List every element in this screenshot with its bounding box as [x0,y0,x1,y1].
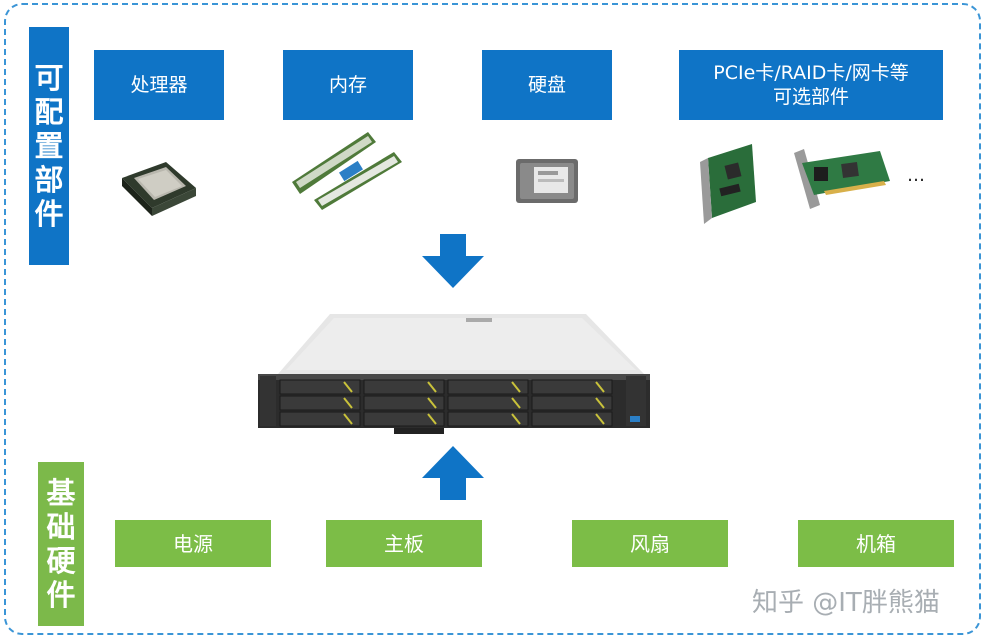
disk-label: 硬盘 [527,74,566,96]
ellipsis-text: … [907,165,925,186]
fan-label: 风扇 [630,531,670,556]
chassis-label: 机箱 [856,531,896,556]
more-items-ellipsis: … [900,164,932,188]
network-card-image [794,149,890,209]
label-char: 件 [46,578,76,612]
arrow-up-icon [422,446,484,500]
watermark: 知乎 @IT胖熊猫 [752,588,940,618]
label-char: 置 [34,129,64,163]
arrow-down-icon [422,234,484,288]
label-char: 可 [34,61,64,95]
cpu-image [122,162,196,216]
disk-box: 硬盘 [482,50,612,120]
hard-disk-image [516,159,578,203]
fan-box: 风扇 [572,520,728,567]
motherboard-box: 主板 [326,520,482,567]
configurable-parts-label: 可 配 置 部 件 [29,27,69,265]
server-image [258,314,650,434]
pcie-label-line1: PCIe卡/RAID卡/网卡等 [713,62,909,84]
power-supply-label: 电源 [173,531,213,556]
motherboard-label: 主板 [384,531,424,556]
label-char: 部 [34,163,64,197]
memory-image [292,132,402,210]
basic-hardware-label: 基 础 硬 件 [38,462,84,626]
label-char: 础 [46,510,76,544]
chassis-box: 机箱 [798,520,954,567]
power-supply-box: 电源 [115,520,271,567]
raid-card-image [700,144,756,224]
diagram-frame [4,3,981,635]
pcie-box: PCIe卡/RAID卡/网卡等 可选部件 [679,50,943,120]
label-char: 硬 [46,544,76,578]
memory-box: 内存 [283,50,413,120]
cpu-label: 处理器 [130,74,188,96]
pcie-label-line2: 可选部件 [772,86,849,108]
label-char: 配 [34,95,64,129]
label-char: 件 [34,197,64,231]
label-char: 基 [46,476,76,510]
cpu-box: 处理器 [94,50,224,120]
memory-label: 内存 [328,74,367,96]
